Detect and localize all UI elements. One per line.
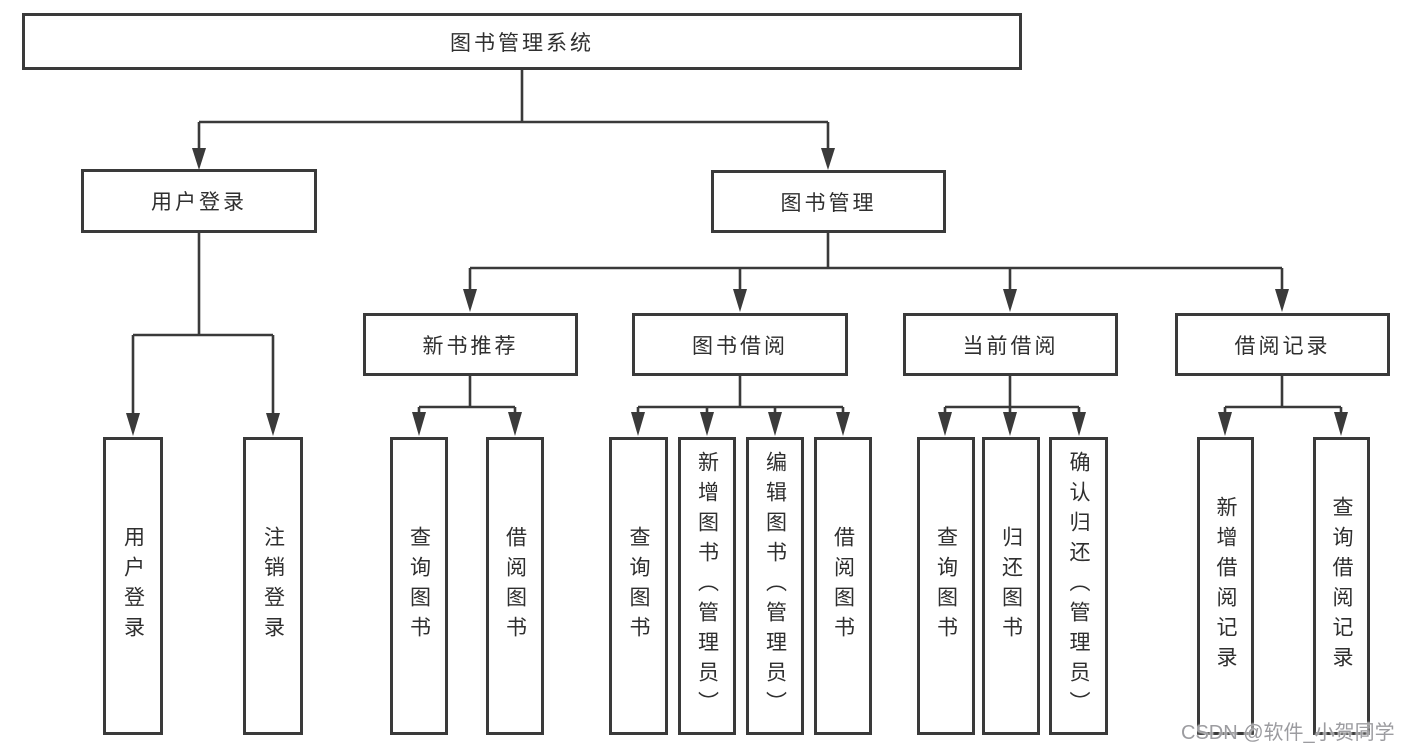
node-new-book-recommend: 新书推荐	[363, 313, 578, 376]
leaf-query-borrow-record: 查询借阅记录	[1313, 437, 1370, 735]
node-label: 确认归还（管理员）	[1067, 451, 1090, 721]
leaf-query-books-borrow: 查询图书	[609, 437, 668, 735]
node-label: 查询图书	[627, 526, 650, 646]
node-label: 新书推荐	[422, 334, 519, 358]
leaf-query-books-current: 查询图书	[917, 437, 975, 735]
node-label: 图书管理	[780, 191, 877, 215]
node-label: 借阅记录	[1234, 334, 1331, 358]
node-label: 查询图书	[407, 526, 431, 646]
node-label: 借阅图书	[503, 526, 527, 646]
node-borrow-records: 借阅记录	[1175, 313, 1390, 376]
node-label: 新增图书（管理员）	[695, 451, 719, 721]
node-label: 用户登录	[151, 191, 247, 214]
leaf-user-login: 用户登录	[103, 437, 163, 735]
node-label: 图书借阅	[692, 334, 788, 358]
node-label: 编辑图书（管理员）	[763, 451, 787, 721]
leaf-add-borrow-record: 新增借阅记录	[1197, 437, 1254, 735]
node-label: 当前借阅	[962, 334, 1059, 358]
node-current-borrow: 当前借阅	[903, 313, 1118, 376]
node-user-login: 用户登录	[81, 169, 317, 233]
leaf-borrow-books: 借阅图书	[814, 437, 872, 735]
node-label: 新增借阅记录	[1214, 496, 1237, 676]
leaf-borrow-books-recommend: 借阅图书	[486, 437, 544, 735]
node-label: 注销登录	[261, 526, 285, 646]
node-label: 用户登录	[121, 526, 145, 646]
node-label: 图书管理系统	[450, 31, 594, 55]
node-book-management: 图书管理	[711, 170, 946, 233]
leaf-logout: 注销登录	[243, 437, 303, 735]
csdn-watermark: CSDN @软件_小贺同学	[1181, 722, 1395, 744]
node-book-borrow: 图书借阅	[632, 313, 848, 376]
node-label: 归还图书	[999, 526, 1023, 646]
leaf-edit-book-admin: 编辑图书（管理员）	[746, 437, 804, 735]
leaf-add-book-admin: 新增图书（管理员）	[678, 437, 736, 735]
node-label: 查询借阅记录	[1330, 496, 1353, 676]
node-label: 借阅图书	[831, 526, 855, 646]
node-library-system: 图书管理系统	[22, 13, 1022, 70]
node-label: 查询图书	[934, 526, 958, 646]
leaf-return-books: 归还图书	[982, 437, 1040, 735]
leaf-confirm-return-admin: 确认归还（管理员）	[1049, 437, 1108, 735]
leaf-query-books-recommend: 查询图书	[390, 437, 448, 735]
